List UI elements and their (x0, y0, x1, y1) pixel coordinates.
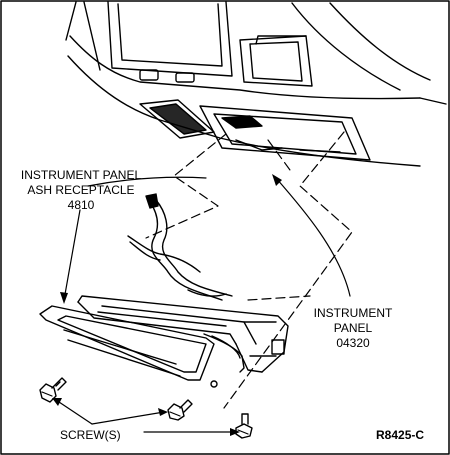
instrument-panel-part-number: 04320 (336, 336, 370, 350)
leader-lines (55, 176, 351, 433)
assembly-guide-lines (145, 131, 353, 409)
screws-label: SCREW(S) (60, 428, 121, 442)
ash-receptacle-label: INSTRUMENT PANEL ASH RECEPTACLE 4810 (16, 168, 146, 213)
instrument-panel-outline (65, 1, 447, 167)
center-stack-opening (107, 1, 233, 83)
screw-1 (39, 377, 67, 403)
wiring-harness (127, 193, 233, 301)
ash-receptacle-label-line1: INSTRUMENT PANEL (20, 168, 142, 182)
ash-receptacle-opening (199, 105, 371, 161)
screw-2 (167, 399, 193, 421)
arrowheads (52, 174, 282, 436)
ash-receptacle-part-number: 4810 (67, 198, 95, 212)
instrument-panel-label-line2: PANEL (333, 321, 373, 335)
display-window (239, 35, 313, 87)
instrument-panel-label-line1: INSTRUMENT (313, 306, 393, 320)
instrument-panel-label: INSTRUMENT PANEL 04320 (308, 306, 398, 351)
screw-3 (235, 413, 253, 439)
figure-id-label: R8425-C (376, 428, 425, 442)
ash-receptacle-label-line2: ASH RECEPTACLE (27, 183, 135, 197)
ash-receptacle-assembly (39, 295, 289, 388)
